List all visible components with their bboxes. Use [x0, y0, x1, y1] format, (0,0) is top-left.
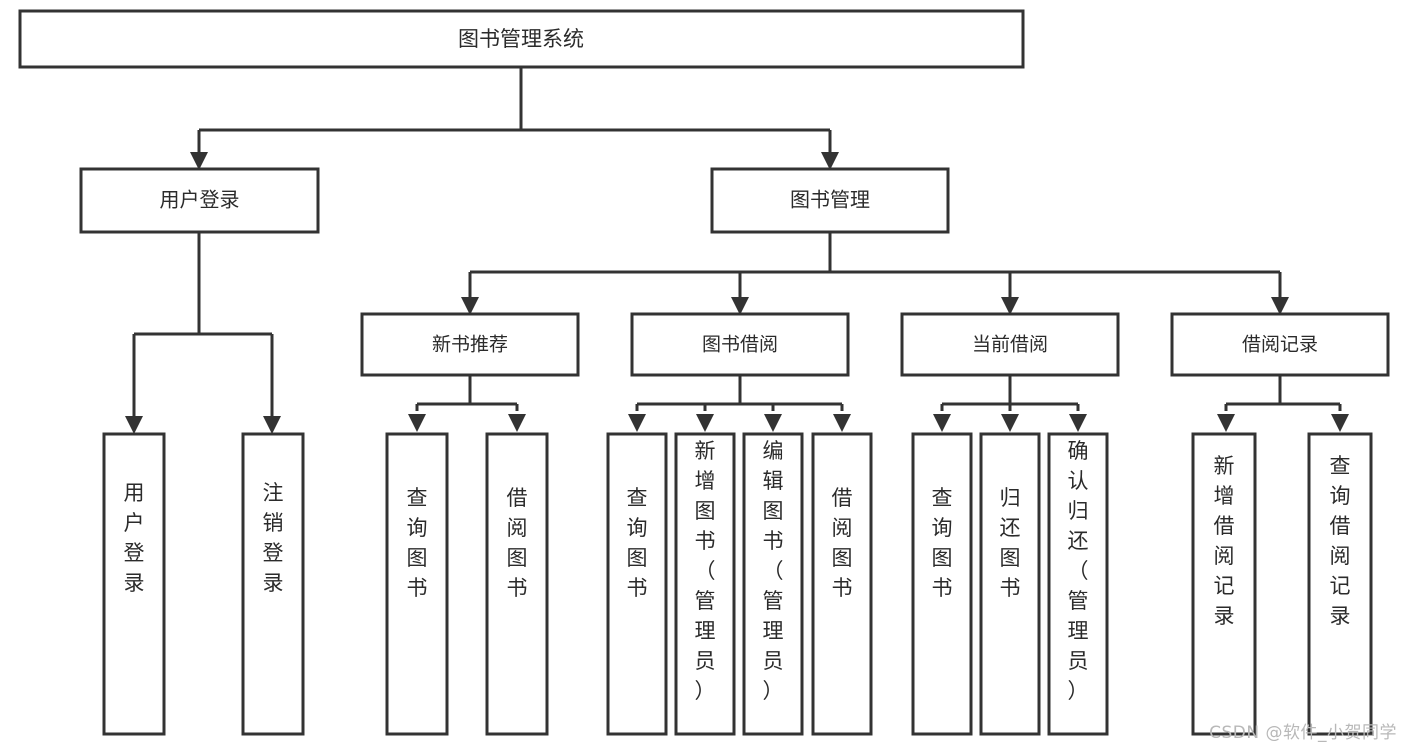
- node-leaf-confirm-return-label: 确认归还（管理员）: [1068, 439, 1089, 703]
- node-leaf-query-book-1-box[interactable]: [385, 432, 449, 736]
- node-book-borrow-box[interactable]: [630, 312, 850, 377]
- node-leaf-query-book-2-box[interactable]: [606, 432, 668, 736]
- node-current-borrow[interactable]: 当前借阅: [900, 312, 1120, 377]
- connector-layer: [125, 67, 1349, 434]
- node-user-login[interactable]: 用户登录: [79, 167, 320, 234]
- node-leaf-query-book-1[interactable]: 查询图书: [385, 432, 449, 736]
- arrow-to-book-management: [821, 152, 839, 170]
- node-user-login-box[interactable]: [79, 167, 320, 234]
- arrow-to-new-book-recommend: [461, 297, 479, 315]
- node-leaf-logout-login[interactable]: 注销登录: [241, 432, 305, 736]
- arrow-to-leaf-borrow-book-2: [833, 414, 851, 432]
- node-user-login-label: 用户登录: [160, 188, 240, 212]
- arrow-to-leaf-logout-login: [263, 416, 281, 434]
- node-leaf-borrow-book-2-label: 借阅图书: [832, 486, 853, 600]
- arrow-to-leaf-query-record: [1331, 414, 1349, 432]
- node-leaf-edit-book-box[interactable]: [742, 432, 804, 736]
- node-leaf-query-book-3-label: 查询图书: [932, 486, 953, 600]
- node-current-borrow-label: 当前借阅: [972, 334, 1048, 356]
- node-root-box[interactable]: [18, 9, 1025, 69]
- node-leaf-borrow-book-2-box[interactable]: [811, 432, 873, 736]
- node-leaf-user-login[interactable]: 用户登录: [102, 432, 166, 736]
- node-leaf-return-book-label: 归还图书: [1000, 486, 1021, 600]
- arrow-to-leaf-query-book-1: [408, 414, 426, 432]
- node-book-borrow[interactable]: 图书借阅: [630, 312, 850, 377]
- node-borrow-record-label: 借阅记录: [1242, 334, 1318, 356]
- node-leaf-add-record-box[interactable]: [1191, 432, 1257, 736]
- node-leaf-query-book-3-box[interactable]: [911, 432, 973, 736]
- node-leaf-borrow-book-1[interactable]: 借阅图书: [485, 432, 549, 736]
- csdn-watermark: CSDN @软件_小贺同学: [1209, 723, 1397, 743]
- node-leaf-logout-login-label: 注销登录: [263, 481, 284, 595]
- node-leaf-query-record-label: 查询借阅记录: [1330, 454, 1351, 628]
- node-new-book-recommend-box[interactable]: [360, 312, 580, 377]
- arrow-to-leaf-query-book-2: [628, 414, 646, 432]
- arrow-to-user-login: [190, 152, 208, 170]
- arrow-to-borrow-record: [1271, 297, 1289, 315]
- arrow-to-leaf-return-book: [1001, 414, 1019, 432]
- node-leaf-user-login-label: 用户登录: [124, 481, 145, 595]
- node-leaf-query-book-3[interactable]: 查询图书: [911, 432, 973, 736]
- node-leaf-query-book-1-label: 查询图书: [407, 486, 428, 600]
- node-leaf-edit-book[interactable]: 编辑图书（管理员）: [742, 432, 804, 736]
- node-leaf-edit-book-label: 编辑图书（管理员）: [763, 439, 784, 703]
- node-leaf-query-record[interactable]: 查询借阅记录: [1307, 432, 1373, 736]
- node-leaf-query-book-2-label: 查询图书: [627, 486, 648, 600]
- node-leaf-query-book-2[interactable]: 查询图书: [606, 432, 668, 736]
- node-leaf-add-book-label: 新增图书（管理员）: [695, 439, 716, 703]
- node-root[interactable]: 图书管理系统: [18, 9, 1025, 69]
- arrow-to-current-borrow: [1001, 297, 1019, 315]
- node-leaf-confirm-return[interactable]: 确认归还（管理员）: [1047, 432, 1109, 736]
- node-leaf-add-book-box[interactable]: [674, 432, 736, 736]
- arrow-to-leaf-add-book: [696, 414, 714, 432]
- node-leaf-add-record-label: 新增借阅记录: [1214, 454, 1235, 628]
- node-leaf-add-book[interactable]: 新增图书（管理员）: [674, 432, 736, 736]
- node-current-borrow-box[interactable]: [900, 312, 1120, 377]
- arrow-to-leaf-edit-book: [764, 414, 782, 432]
- arrow-to-leaf-borrow-book-1: [508, 414, 526, 432]
- node-leaf-return-book-box[interactable]: [979, 432, 1041, 736]
- node-leaf-confirm-return-box[interactable]: [1047, 432, 1109, 736]
- node-book-management-box[interactable]: [710, 167, 950, 234]
- arrow-to-leaf-confirm-return: [1069, 414, 1087, 432]
- node-leaf-borrow-book-1-box[interactable]: [485, 432, 549, 736]
- node-new-book-recommend-label: 新书推荐: [432, 334, 508, 356]
- node-root-label: 图书管理系统: [458, 27, 584, 51]
- arrow-to-leaf-add-record: [1217, 414, 1235, 432]
- node-book-management[interactable]: 图书管理: [710, 167, 950, 234]
- node-leaf-user-login-box[interactable]: [102, 432, 166, 736]
- arrow-to-book-borrow: [731, 297, 749, 315]
- arrow-to-leaf-user-login: [125, 416, 143, 434]
- node-borrow-record[interactable]: 借阅记录: [1170, 312, 1390, 377]
- node-new-book-recommend[interactable]: 新书推荐: [360, 312, 580, 377]
- node-leaf-add-record[interactable]: 新增借阅记录: [1191, 432, 1257, 736]
- node-borrow-record-box[interactable]: [1170, 312, 1390, 377]
- node-book-management-label: 图书管理: [790, 188, 870, 212]
- node-leaf-return-book[interactable]: 归还图书: [979, 432, 1041, 736]
- node-leaf-query-record-box[interactable]: [1307, 432, 1373, 736]
- arrow-to-leaf-query-book-3: [933, 414, 951, 432]
- node-leaf-borrow-book-1-label: 借阅图书: [507, 486, 528, 600]
- node-leaf-logout-login-box[interactable]: [241, 432, 305, 736]
- node-leaf-borrow-book-2[interactable]: 借阅图书: [811, 432, 873, 736]
- node-book-borrow-label: 图书借阅: [702, 334, 778, 356]
